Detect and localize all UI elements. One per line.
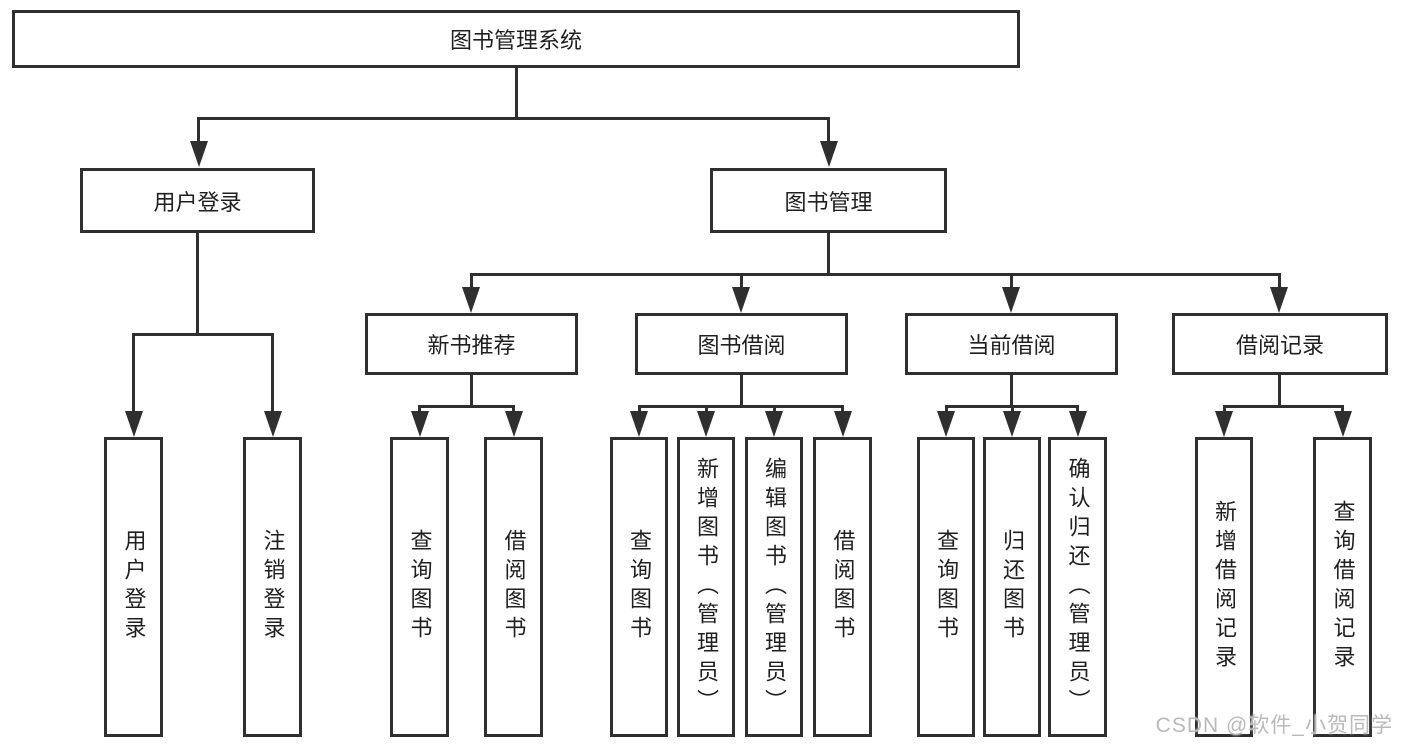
- arrowhead-to-leaf-user-login: [125, 411, 143, 437]
- arrowhead-to-nbr-borrow: [505, 411, 523, 437]
- connector-stem-user-login: [197, 117, 200, 145]
- arrowhead-to-user-login: [190, 141, 208, 167]
- connector-nbr-bus: [418, 405, 515, 408]
- arrowhead-to-bb-add: [697, 411, 715, 437]
- node-book-management: 图书管理: [710, 168, 947, 233]
- leaf-bb-query-books: 查询图书: [610, 437, 668, 737]
- arrowhead-to-nbr-query: [411, 411, 429, 437]
- connector-book-mgmt-drop: [827, 233, 830, 275]
- connector-stem-bb-borrow: [841, 405, 844, 413]
- connector-stem-cb-query: [945, 405, 948, 413]
- connector-stem-br-add: [1223, 405, 1226, 413]
- connector-br-drop: [1278, 375, 1281, 408]
- connector-level3-bus: [470, 273, 1280, 276]
- arrowhead-to-leaf-logout: [264, 411, 282, 437]
- connector-stem-bb-query: [638, 405, 641, 413]
- connector-stem-nbr-query: [418, 405, 421, 413]
- arrowhead-to-br-query: [1334, 411, 1352, 437]
- csdn-watermark: CSDN @软件_小贺同学: [1155, 714, 1393, 737]
- connector-nbr-drop: [470, 375, 473, 408]
- connector-user-login-drop: [196, 233, 199, 335]
- node-borrow-records: 借阅记录: [1172, 313, 1388, 375]
- node-user-login: 用户登录: [80, 168, 315, 233]
- connector-stem-book-mgmt: [827, 117, 830, 145]
- node-new-book-recommend: 新书推荐: [365, 313, 578, 375]
- leaf-br-add-record: 新增借阅记录: [1195, 437, 1253, 737]
- connector-stem-leaf-user-login: [132, 333, 135, 413]
- connector-stem-bb-edit: [773, 405, 776, 413]
- connector-root-drop: [515, 68, 518, 120]
- connector-stem-cb-confirm: [1076, 405, 1079, 413]
- arrowhead-to-cb-return: [1003, 411, 1021, 437]
- arrowhead-to-book-borrow: [732, 287, 750, 313]
- connector-stem-new-book-rec: [470, 273, 473, 290]
- leaf-nbr-borrow-books: 借阅图书: [484, 437, 543, 737]
- leaf-cb-query-books: 查询图书: [917, 437, 975, 737]
- connector-level2-bus: [197, 117, 830, 120]
- connector-stem-leaf-logout: [271, 333, 274, 413]
- leaf-nbr-query-books: 查询图书: [390, 437, 449, 737]
- leaf-bb-edit-books-admin: 编辑图书（管理员）: [745, 437, 803, 737]
- leaf-cb-confirm-return-admin: 确认归还（管理员）: [1048, 437, 1107, 737]
- arrowhead-to-current-borrow: [1002, 287, 1020, 313]
- leaf-user-login: 用户登录: [104, 437, 163, 737]
- connector-user-login-bus: [132, 333, 274, 336]
- connector-stem-br-query: [1341, 405, 1344, 413]
- arrowhead-to-cb-query: [937, 411, 955, 437]
- arrowhead-to-book-mgmt: [820, 141, 838, 167]
- node-book-borrow: 图书借阅: [635, 313, 848, 375]
- connector-bb-bus: [638, 405, 843, 408]
- arrowhead-to-bb-query: [630, 411, 648, 437]
- leaf-bb-add-books-admin: 新增图书（管理员）: [677, 437, 735, 737]
- connector-stem-bb-add: [705, 405, 708, 413]
- arrowhead-to-bb-edit: [765, 411, 783, 437]
- arrowhead-to-borrow-records: [1270, 287, 1288, 313]
- leaf-br-query-record: 查询借阅记录: [1313, 437, 1372, 737]
- connector-cb-drop: [1010, 375, 1013, 408]
- arrowhead-to-bb-borrow: [834, 411, 852, 437]
- arrowhead-to-new-book-rec: [462, 287, 480, 313]
- arrowhead-to-cb-confirm: [1069, 411, 1087, 437]
- node-root: 图书管理系统: [12, 10, 1020, 68]
- node-current-borrow: 当前借阅: [905, 313, 1118, 375]
- connector-stem-book-borrow: [740, 273, 743, 290]
- connector-stem-current-borrow: [1010, 273, 1013, 290]
- leaf-logout: 注销登录: [243, 437, 302, 737]
- connector-stem-borrow-records: [1278, 273, 1281, 290]
- connector-stem-nbr-borrow: [512, 405, 515, 413]
- connector-bb-drop: [740, 375, 743, 408]
- arrowhead-to-br-add: [1215, 411, 1233, 437]
- leaf-cb-return-books: 归还图书: [983, 437, 1041, 737]
- connector-br-bus: [1223, 405, 1343, 408]
- connector-stem-cb-return: [1011, 405, 1014, 413]
- leaf-bb-borrow-books: 借阅图书: [813, 437, 872, 737]
